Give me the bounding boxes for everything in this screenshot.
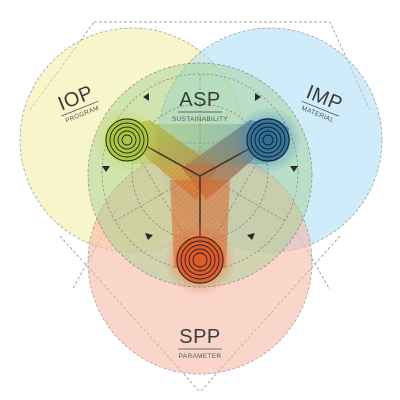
arrow-bottom-right	[247, 233, 255, 240]
spp-node	[164, 224, 236, 296]
svg-text:SUSTAINABILITY: SUSTAINABILITY	[172, 116, 228, 123]
label-spp: SPP PARAMETER	[178, 326, 222, 360]
arrow-top-right	[255, 93, 261, 101]
svg-text:ASP: ASP	[179, 89, 221, 111]
label-asp: ASP SUSTAINABILITY	[172, 89, 228, 123]
arrow-top-left	[143, 93, 149, 101]
arrow-bottom-left	[145, 233, 153, 240]
imp-node	[234, 106, 302, 174]
svg-text:PARAMETER: PARAMETER	[179, 353, 222, 360]
iop-node	[93, 106, 161, 174]
svg-text:SPP: SPP	[179, 326, 221, 348]
arrow-right	[290, 166, 298, 172]
